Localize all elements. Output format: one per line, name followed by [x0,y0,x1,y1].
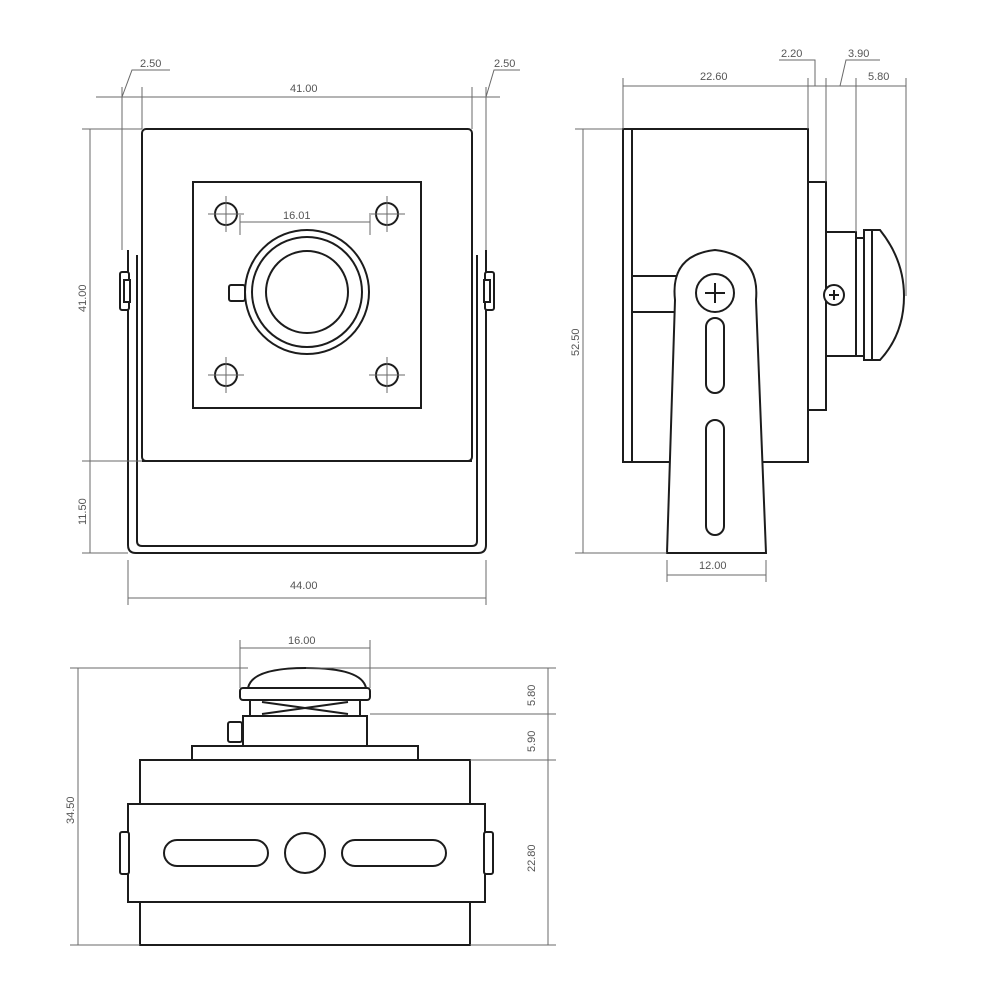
front-view [119,128,495,554]
dim-overall-depth: 34.50 [65,796,77,824]
bottom-bracket [127,803,486,903]
dim-overall-height: 52.50 [570,328,582,356]
bottom-lens-ring [239,687,371,701]
front-dimensions: 2.50 41.00 2.50 41.00 11.50 44.00 16.01 [77,58,520,605]
bottom-dimensions: 16.00 5.80 5.90 22.80 34.50 [65,635,556,946]
bottom-center-hole [284,832,326,874]
lens-glass [265,250,349,334]
front-bracket [127,250,487,554]
dim-mount-height: 5.90 [526,731,538,752]
dim-body-width: 41.00 [290,83,318,95]
dim-bracket-drop: 11.50 [77,498,89,525]
lens-plate [192,181,422,409]
side-lens [863,229,906,361]
side-slot-lower [705,419,725,536]
side-bracket-arm [665,248,768,554]
dim-lens-mount-spacing: 16.01 [283,210,311,222]
dim-plate-thickness: 2.20 [781,48,802,60]
side-view [622,128,906,554]
focus-screw [228,284,246,302]
mount-holes [208,196,405,393]
dim-body-height-bottom: 22.80 [526,844,538,872]
dim-lens-diameter: 16.00 [288,635,316,647]
dim-bracket-width: 44.00 [290,580,318,592]
bottom-slot-right [341,839,447,867]
dim-flange-right: 2.50 [494,58,515,70]
bottom-slot-left [163,839,269,867]
side-dimensions: 22.60 2.20 3.90 5.80 52.50 12.00 [570,48,907,582]
side-slot-upper [705,317,725,394]
dim-lens-mount-depth: 3.90 [848,48,869,60]
dim-lens-depth: 5.80 [868,71,889,83]
dim-lens-height: 5.80 [526,685,538,706]
dim-body-depth: 22.60 [700,71,728,83]
dim-body-height: 41.00 [77,284,89,312]
dim-bracket-arm-width: 12.00 [699,560,727,572]
bottom-lens-dome [246,666,368,689]
bottom-plate [191,745,419,761]
dim-flange-left: 2.50 [140,58,161,70]
bottom-focus-screw [227,721,243,743]
bottom-view [119,666,494,946]
